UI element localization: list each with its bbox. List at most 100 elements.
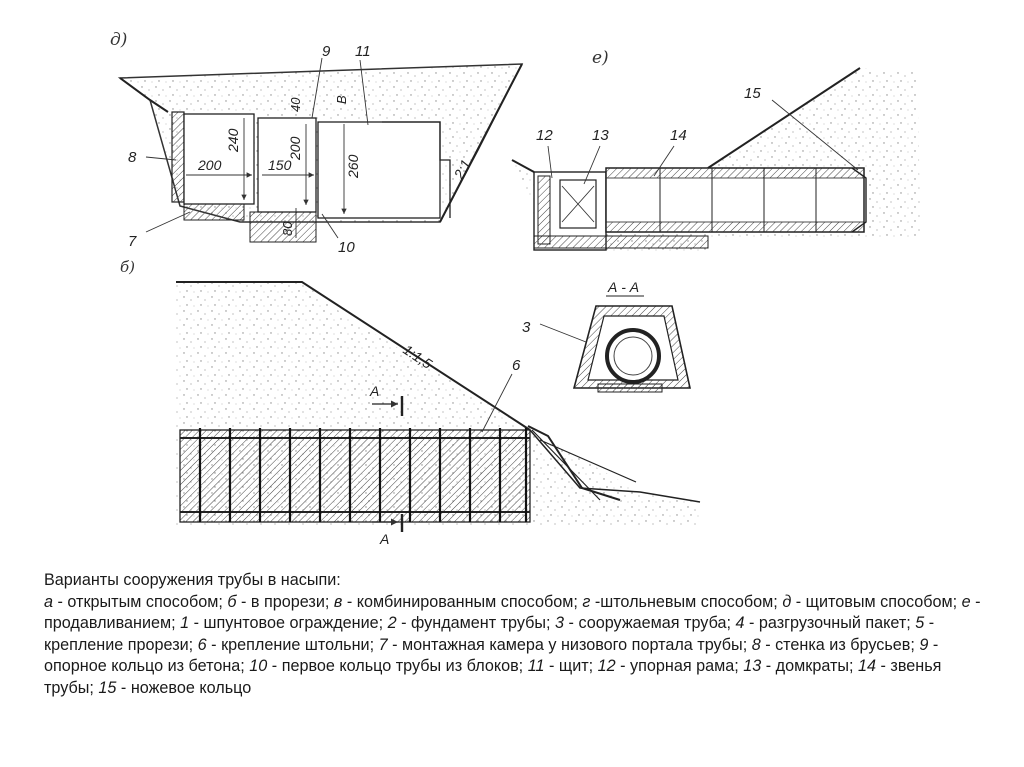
legend-text: - щит; <box>544 657 598 676</box>
legend-key: 7 <box>378 635 388 654</box>
legend-key: а <box>44 592 54 611</box>
legend-key: 2 <box>387 614 397 633</box>
legend-key: 4 <box>735 614 745 633</box>
label-12: 12 <box>536 127 553 144</box>
dim-200: 200 <box>197 157 222 173</box>
legend-item: 11 - щит; <box>528 657 598 675</box>
knife-ring <box>851 167 867 233</box>
caption-title: Варианты сооружения трубы в насыпи: <box>44 571 341 589</box>
legend-key: 8 <box>751 635 761 654</box>
legend-item: 5 - крепление прорези; <box>44 614 934 654</box>
foundation-block <box>183 203 245 221</box>
legend-item: 13 - домкраты; <box>743 657 858 675</box>
section-cut-bottom: А <box>379 531 389 547</box>
legend-text: - звенья трубы; <box>44 657 942 697</box>
caption-legend: а - открытым способом; б - в прорези; в … <box>44 592 994 700</box>
legend-item: 8 - стенка из брусьев; <box>752 636 920 654</box>
dim-240: 240 <box>225 128 241 153</box>
label-9: 9 <box>322 43 331 60</box>
legend-item: б - в прорези; <box>227 593 333 611</box>
legend-text: - опорное кольцо из бетона; <box>44 635 939 676</box>
legend-key: 11 <box>527 657 545 676</box>
legend-item: 1 - шпунтовое ограждение; <box>180 614 388 632</box>
legend-key: 14 <box>858 657 877 676</box>
legend-item: 4 - разгрузочный пакет; <box>735 614 915 632</box>
construction-diagram: д) 200 150 240 200 40 B 260 80 2:1 8 7 <box>110 30 920 547</box>
legend-key: г <box>582 592 591 611</box>
first-ring-blocks <box>249 211 317 243</box>
label-3: 3 <box>522 319 531 336</box>
dim-150: 150 <box>268 157 292 173</box>
legend-text: -штольневым способом; <box>590 592 783 611</box>
label-11: 11 <box>355 43 371 60</box>
legend-item: а - открытым способом; <box>44 593 227 611</box>
legend-text: - крепление штольни; <box>206 635 379 654</box>
legend-item: 6 - крепление штольни; <box>198 636 379 654</box>
pipe-links <box>605 167 865 233</box>
legend-text: - щитовым способом; <box>791 592 962 611</box>
legend-key: 15 <box>98 678 117 697</box>
legend-item: 3 - сооружаемая труба; <box>555 614 735 632</box>
legend-item: е - продавливанием; <box>44 593 981 633</box>
legend-text: - ножевое кольцо <box>116 678 252 697</box>
legend-item: г -штольневым способом; <box>582 593 782 611</box>
legend-item: 15 - ножевое кольцо <box>98 679 251 697</box>
section-title: А - А <box>607 279 639 295</box>
legend-key: 6 <box>197 635 207 654</box>
label-8: 8 <box>128 149 137 166</box>
thrust-frame <box>537 175 551 245</box>
legend-item: 12 - упорная рама; <box>598 657 744 675</box>
adit-support <box>179 429 531 523</box>
legend-key: б <box>227 592 237 611</box>
panel-b: А А 1:1,5 6 <box>176 281 701 547</box>
label-7: 7 <box>128 233 137 250</box>
panel-b-label: б) <box>120 258 135 276</box>
legend-item: 9 - опорное кольцо из бетона; <box>44 636 938 676</box>
timber-wall <box>171 111 185 203</box>
mounting-chamber <box>183 113 255 205</box>
legend-text: - упорная рама; <box>615 657 744 676</box>
panel-e: е) 12 13 14 15 <box>511 48 920 252</box>
label-10: 10 <box>338 239 355 256</box>
label-13: 13 <box>592 127 609 144</box>
legend-item: д - щитовым способом; <box>782 593 961 611</box>
legend-item: 10 - первое кольцо трубы из блоков; <box>249 657 527 675</box>
legend-text: - в прорези; <box>236 592 334 611</box>
legend-item: 2 - фундамент трубы; <box>388 614 555 632</box>
legend-text: - монтажная камера у низового портала тр… <box>387 635 752 654</box>
panel-e-label: е) <box>592 48 609 68</box>
legend-text: - домкраты; <box>761 657 859 676</box>
label-15: 15 <box>744 85 761 102</box>
legend-text: - первое кольцо трубы из блоков; <box>267 657 528 676</box>
legend-key: в <box>333 592 343 611</box>
legend-key: 10 <box>249 657 268 676</box>
legend-text: - разгрузочный пакет; <box>744 614 916 633</box>
shield <box>317 121 441 219</box>
section-a-a: А - А 3 <box>522 279 691 393</box>
legend-text: - продавливанием; <box>44 592 981 633</box>
dim-b: B <box>334 95 349 104</box>
legend-text: - сооружаемая труба; <box>564 614 736 633</box>
dim-40: 40 <box>288 97 303 112</box>
legend-key: 13 <box>743 657 762 676</box>
legend-key: 1 <box>180 614 190 633</box>
label-6: 6 <box>512 357 521 374</box>
legend-key: 5 <box>915 614 925 633</box>
legend-text: - стенка из брусьев; <box>760 635 920 654</box>
legend-key: 12 <box>597 657 616 676</box>
panel-d: д) 200 150 240 200 40 B 260 80 2:1 8 7 <box>110 30 524 276</box>
figure-caption: Варианты сооружения трубы в насыпи: а - … <box>44 570 994 700</box>
legend-item: 14 - звенья трубы; <box>44 657 941 697</box>
legend-item: в - комбинированным способом; <box>334 593 582 611</box>
legend-key: д <box>782 592 792 611</box>
legend-key: е <box>961 592 971 611</box>
legend-text: - крепление прорези; <box>44 614 935 654</box>
legend-text: - фундамент трубы; <box>396 614 556 633</box>
legend-text: - шпунтовое ограждение; <box>189 614 388 633</box>
dim-260: 260 <box>345 154 361 179</box>
legend-text: - комбинированным способом; <box>342 592 583 611</box>
dim-80: 80 <box>280 221 295 236</box>
section-cut-top: А <box>369 383 379 399</box>
legend-key: 9 <box>919 635 929 654</box>
panel-d-label: д) <box>110 30 127 50</box>
